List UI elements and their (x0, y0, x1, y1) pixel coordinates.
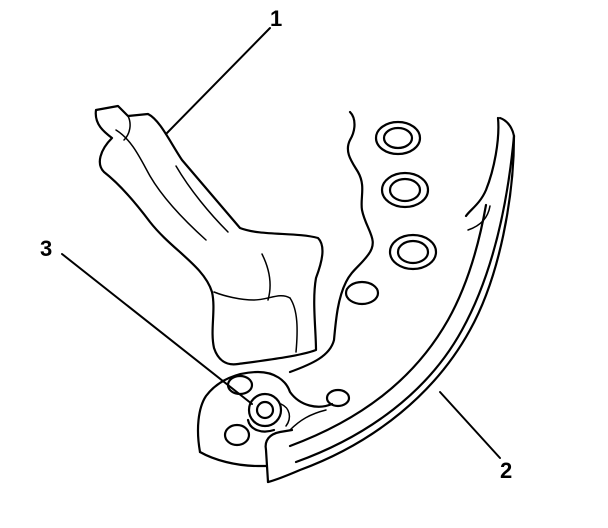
plate-hole-2 (380, 171, 430, 209)
plate-hole-5 (226, 374, 254, 396)
leader-line-1 (165, 27, 271, 135)
component-1-tool (94, 104, 324, 366)
leader-line-2 (439, 391, 501, 459)
plate-hole-1 (374, 120, 422, 156)
leader-line-3 (61, 253, 253, 405)
component-2-shoe (196, 116, 516, 484)
callout-2: 2 (500, 458, 512, 483)
callout-1: 1 (270, 6, 282, 31)
callout-3: 3 (40, 236, 52, 261)
plate-hole-7 (325, 388, 351, 408)
plate-hole-6 (223, 423, 251, 447)
plate-hole-4 (344, 280, 380, 306)
plate-hole-3 (388, 233, 438, 271)
component-3-clip (246, 392, 291, 433)
